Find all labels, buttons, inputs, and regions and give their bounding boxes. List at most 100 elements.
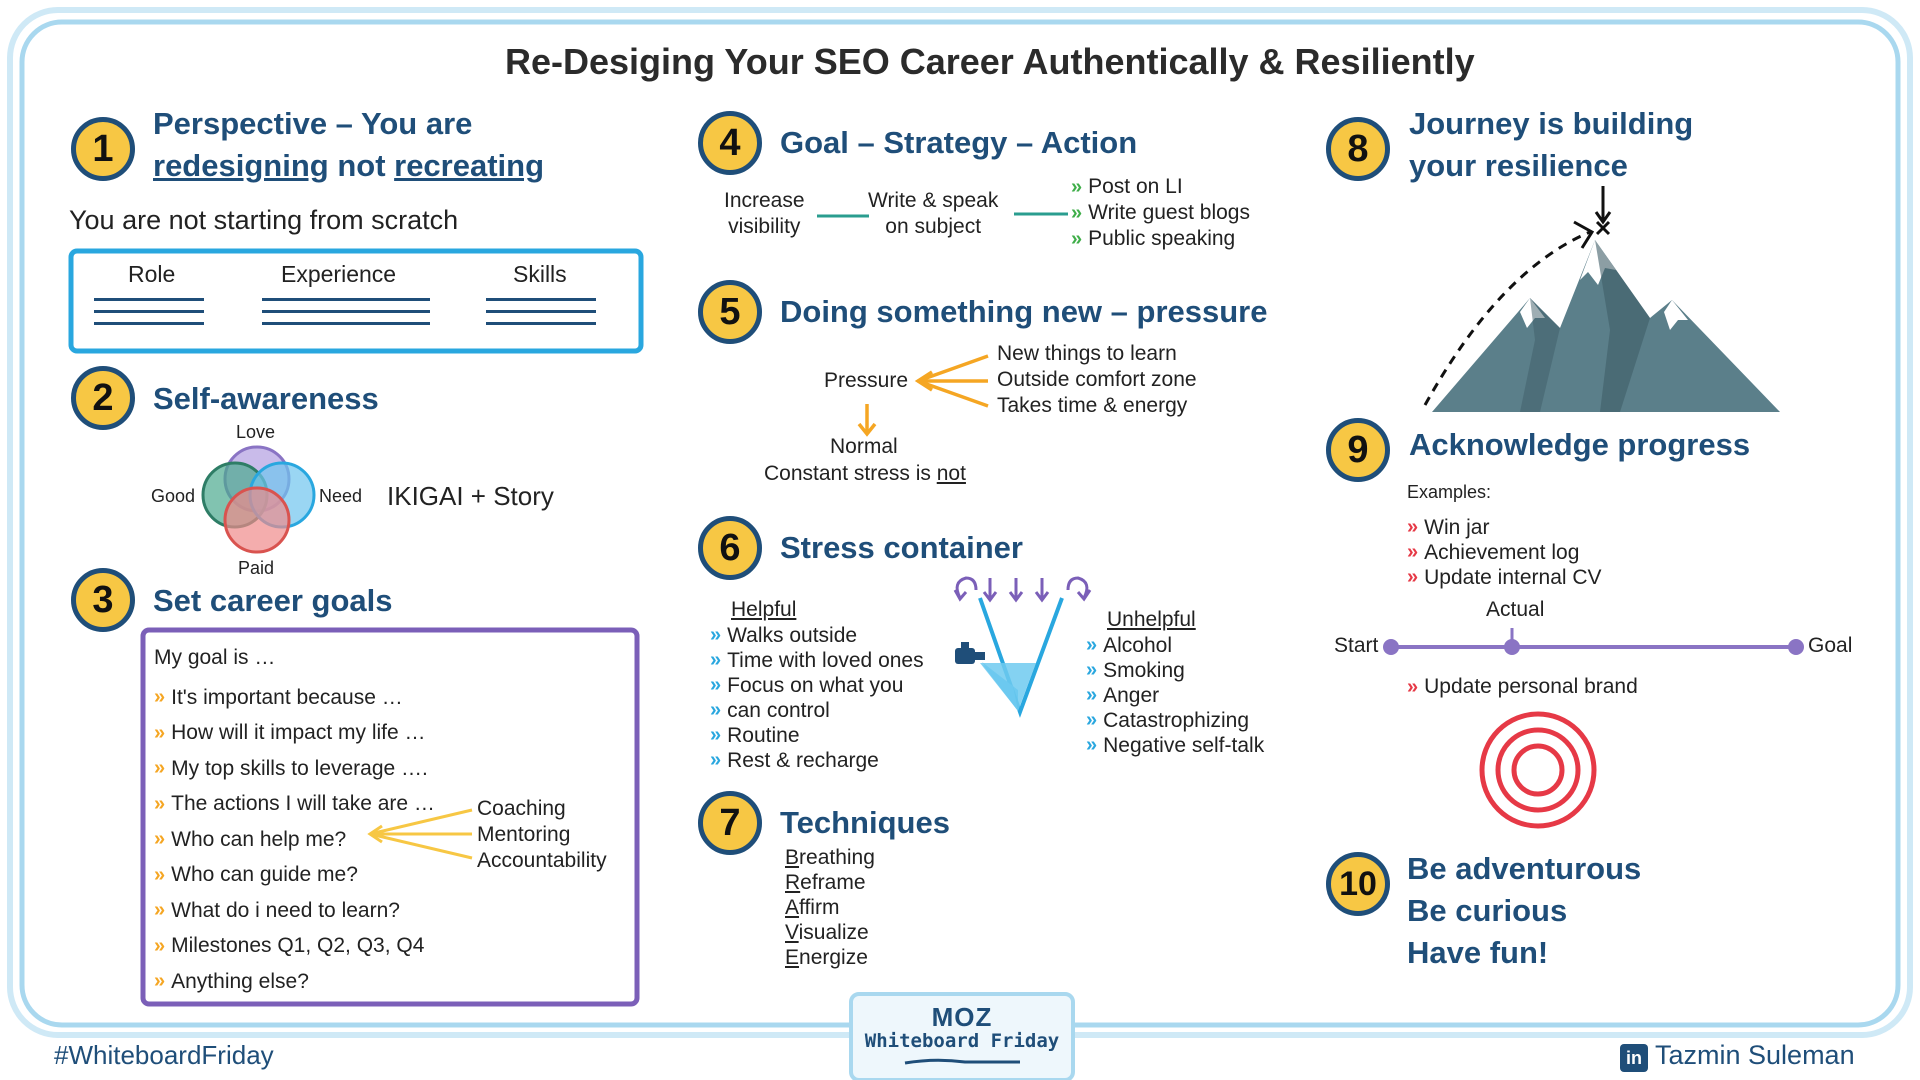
technique-affirm: Affirm [785,896,840,919]
examples-label: Examples: [1407,482,1492,502]
s10-lines: Be adventurous Be curious Have fun! [1407,848,1641,974]
chevron-right-icon: » [710,624,722,646]
constant-stress-label: Constant stress is not [764,462,966,485]
cause-2: Outside comfort zone [997,368,1197,391]
chevron-right-icon: » [1086,659,1098,681]
page-title: Re-Desiging Your SEO Career Authenticall… [505,41,1475,82]
goal-line1: Increase [724,189,805,212]
goal-intro: My goal is … [154,646,276,669]
step-badge-8: 8 [1326,117,1390,181]
chevron-right-icon: » [1071,228,1083,250]
role-experience-skills-box [68,248,644,354]
progress-actual-dot [1504,639,1520,655]
stress-input-arrows [953,576,1092,603]
helper-accountability: Accountability [477,849,607,872]
venn-love-label: Love [236,422,276,442]
list-item: »Rest & recharge [710,749,879,772]
list-item: »Routine [710,724,800,747]
list-item: »Achievement log [1407,541,1580,564]
chevron-right-icon: » [154,934,166,957]
career-goal-list: »It's important because … »How will it i… [154,680,435,1000]
stress-container [955,597,1064,718]
s8-heading-line1: Journey is building [1409,106,1694,141]
progress-goal-label: Goal [1808,634,1853,657]
helper-coaching: Coaching [477,797,566,820]
chevron-right-icon: » [710,699,722,721]
chevron-right-icon: » [154,899,166,922]
chevron-right-icon: » [154,828,166,851]
list-item: »Update internal CV [1407,566,1602,589]
list-item: »The actions I will take are … [154,792,435,816]
chevron-right-icon: » [1407,675,1419,698]
unhelpful-list: »Alcohol »Smoking »Anger »Catastrophizin… [1086,633,1264,758]
helpful-list: »Walks outside »Time with loved ones »Fo… [710,623,924,773]
step-badge-2: 2 [71,366,135,430]
step-badge-7: 7 [698,791,762,855]
journey-path [1423,230,1591,406]
technique-breathing: Breathing [785,846,875,869]
ikigai-venn [201,445,316,554]
helpers-arrow [367,808,473,860]
s10-line-curious: Be curious [1407,893,1568,928]
list-item: »Milestones Q1, Q2, Q3, Q4 [154,934,425,958]
experience-lines [262,298,430,334]
chevron-right-icon: » [1071,202,1083,224]
progress-actual-label: Actual [1486,598,1545,621]
list-item: »Public speaking [1071,227,1236,250]
s6-heading: Stress container [780,530,1023,565]
tap-icon [955,648,975,664]
chevron-right-icon: » [154,757,166,780]
list-item: »Anger [1086,684,1160,707]
list-item: »Focus on what you [710,674,904,697]
mountain-illustration [1432,240,1780,412]
helpers-list: Coaching Mentoring Accountability [477,796,607,874]
moz-underline [904,1058,1020,1065]
s4-heading: Goal – Strategy – Action [780,125,1138,160]
linkedin-icon[interactable]: in [1620,1044,1648,1072]
normal-label: Normal [830,435,898,458]
venn-paid-label: Paid [238,558,275,578]
chevron-right-icon: » [1086,734,1098,756]
s2-heading: Self-awareness [153,381,379,416]
technique-reframe: Reframe [785,871,866,894]
chevron-right-icon: » [1086,684,1098,706]
hashtag-label: #WhiteboardFriday [54,1040,274,1070]
chevron-right-icon: » [1407,541,1419,563]
moz-subtitle: Whiteboard Friday [864,1030,1060,1052]
chevron-right-icon: » [1407,516,1419,538]
cause-1: New things to learn [997,342,1177,365]
step-badge-10: 10 [1326,852,1390,916]
moz-logo: MOZ [931,1002,993,1032]
s1-redesigning: redesigning [153,148,329,183]
goal-text: Increase visibility [724,188,805,240]
progress-goal-dot [1788,639,1804,655]
moz-badge [849,992,1075,1080]
list-item: »Negative self-talk [1086,734,1265,757]
chevron-right-icon: » [710,749,722,771]
technique-visualize: Visualize [785,921,869,944]
list-item: »can control [710,699,830,722]
chevron-right-icon: » [154,970,166,993]
career-goals-box [140,627,640,1007]
s1-recreating: recreating [394,148,545,183]
venn-need-label: Need [319,486,363,506]
s8-heading-line2: your resilience [1409,148,1628,183]
venn-good-label: Good [151,486,196,506]
s1-subtitle: You are not starting from scratch [69,205,459,235]
chevron-right-icon: » [154,721,166,744]
chevron-right-icon: » [710,724,722,746]
step-badge-1: 1 [71,117,135,181]
list-item: »What do i need to learn? [154,898,400,922]
list-item: »Update personal brand [1407,675,1638,698]
progress-line [1383,628,1804,655]
step-badge-3: 3 [71,568,135,632]
unhelpful-heading: Unhelpful [1107,608,1196,631]
personal-brand-list: »Update personal brand [1407,675,1638,699]
step-badge-4: 4 [698,111,762,175]
step-badge-5: 5 [698,280,762,344]
chevron-right-icon: » [1086,709,1098,731]
s7-heading: Techniques [780,805,950,840]
list-item: »Anything else? [154,969,309,993]
